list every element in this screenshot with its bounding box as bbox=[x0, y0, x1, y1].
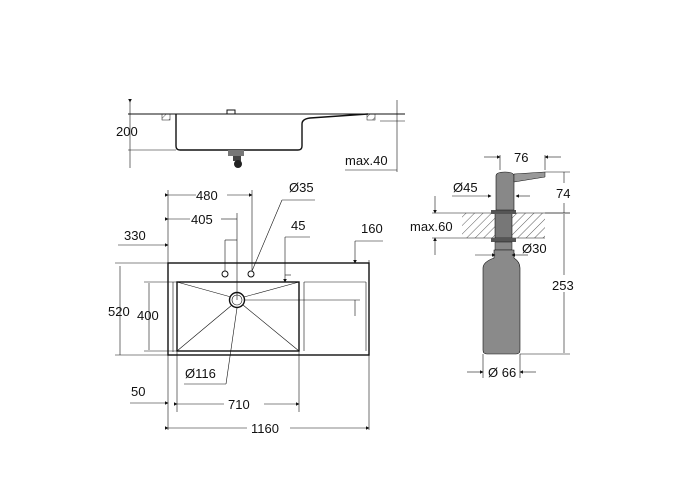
sink-bowl bbox=[176, 281, 300, 352]
dim-head-diameter: Ø45 bbox=[453, 180, 478, 195]
dim-total-width: 1160 bbox=[251, 421, 279, 436]
dim-bowl-width: 710 bbox=[228, 397, 250, 412]
dim-center-offset: 405 bbox=[191, 212, 213, 227]
dim-max-counter: max.60 bbox=[410, 219, 453, 234]
tap-hole-right bbox=[247, 270, 255, 278]
dim-drainboard-offset: 160 bbox=[361, 221, 383, 236]
countertop-hatch-right bbox=[366, 113, 376, 121]
countertop-hatch-left bbox=[161, 113, 171, 121]
tap-hole-left bbox=[221, 270, 229, 278]
dim-max-thickness: max.40 bbox=[345, 153, 388, 168]
dim-left-offset: 330 bbox=[124, 228, 146, 243]
dim-hole-diameter: Ø30 bbox=[522, 241, 547, 256]
pump-spout bbox=[513, 171, 546, 183]
dim-bottle-diameter: Ø 66 bbox=[488, 365, 516, 380]
dim-bowl-edge: 50 bbox=[131, 384, 145, 399]
soap-dispenser: 76 74 Ø45 max.60 Ø30 253 Ø 66 bbox=[410, 150, 574, 380]
dim-edge-offset: 45 bbox=[291, 218, 305, 233]
dim-bottle-height: 253 bbox=[552, 278, 574, 293]
soap-bottle bbox=[482, 249, 521, 355]
drain-trap bbox=[228, 150, 244, 168]
side-view: 200 max.40 bbox=[116, 99, 405, 172]
dim-side-depth: 200 bbox=[116, 124, 138, 139]
dim-total-depth: 520 bbox=[108, 304, 130, 319]
dim-drain-diameter: Ø116 bbox=[185, 366, 216, 381]
dim-bowl-depth: 400 bbox=[137, 308, 159, 323]
pump-head bbox=[495, 171, 515, 211]
dim-tap-hole-offset: 480 bbox=[196, 188, 218, 203]
dim-head-height: 74 bbox=[556, 186, 570, 201]
top-view: 480 405 330 Ø35 45 160 520 400 Ø116 50 bbox=[108, 180, 383, 436]
dim-tap-hole-diameter: Ø35 bbox=[289, 180, 314, 195]
dim-arm-length: 76 bbox=[514, 150, 528, 165]
